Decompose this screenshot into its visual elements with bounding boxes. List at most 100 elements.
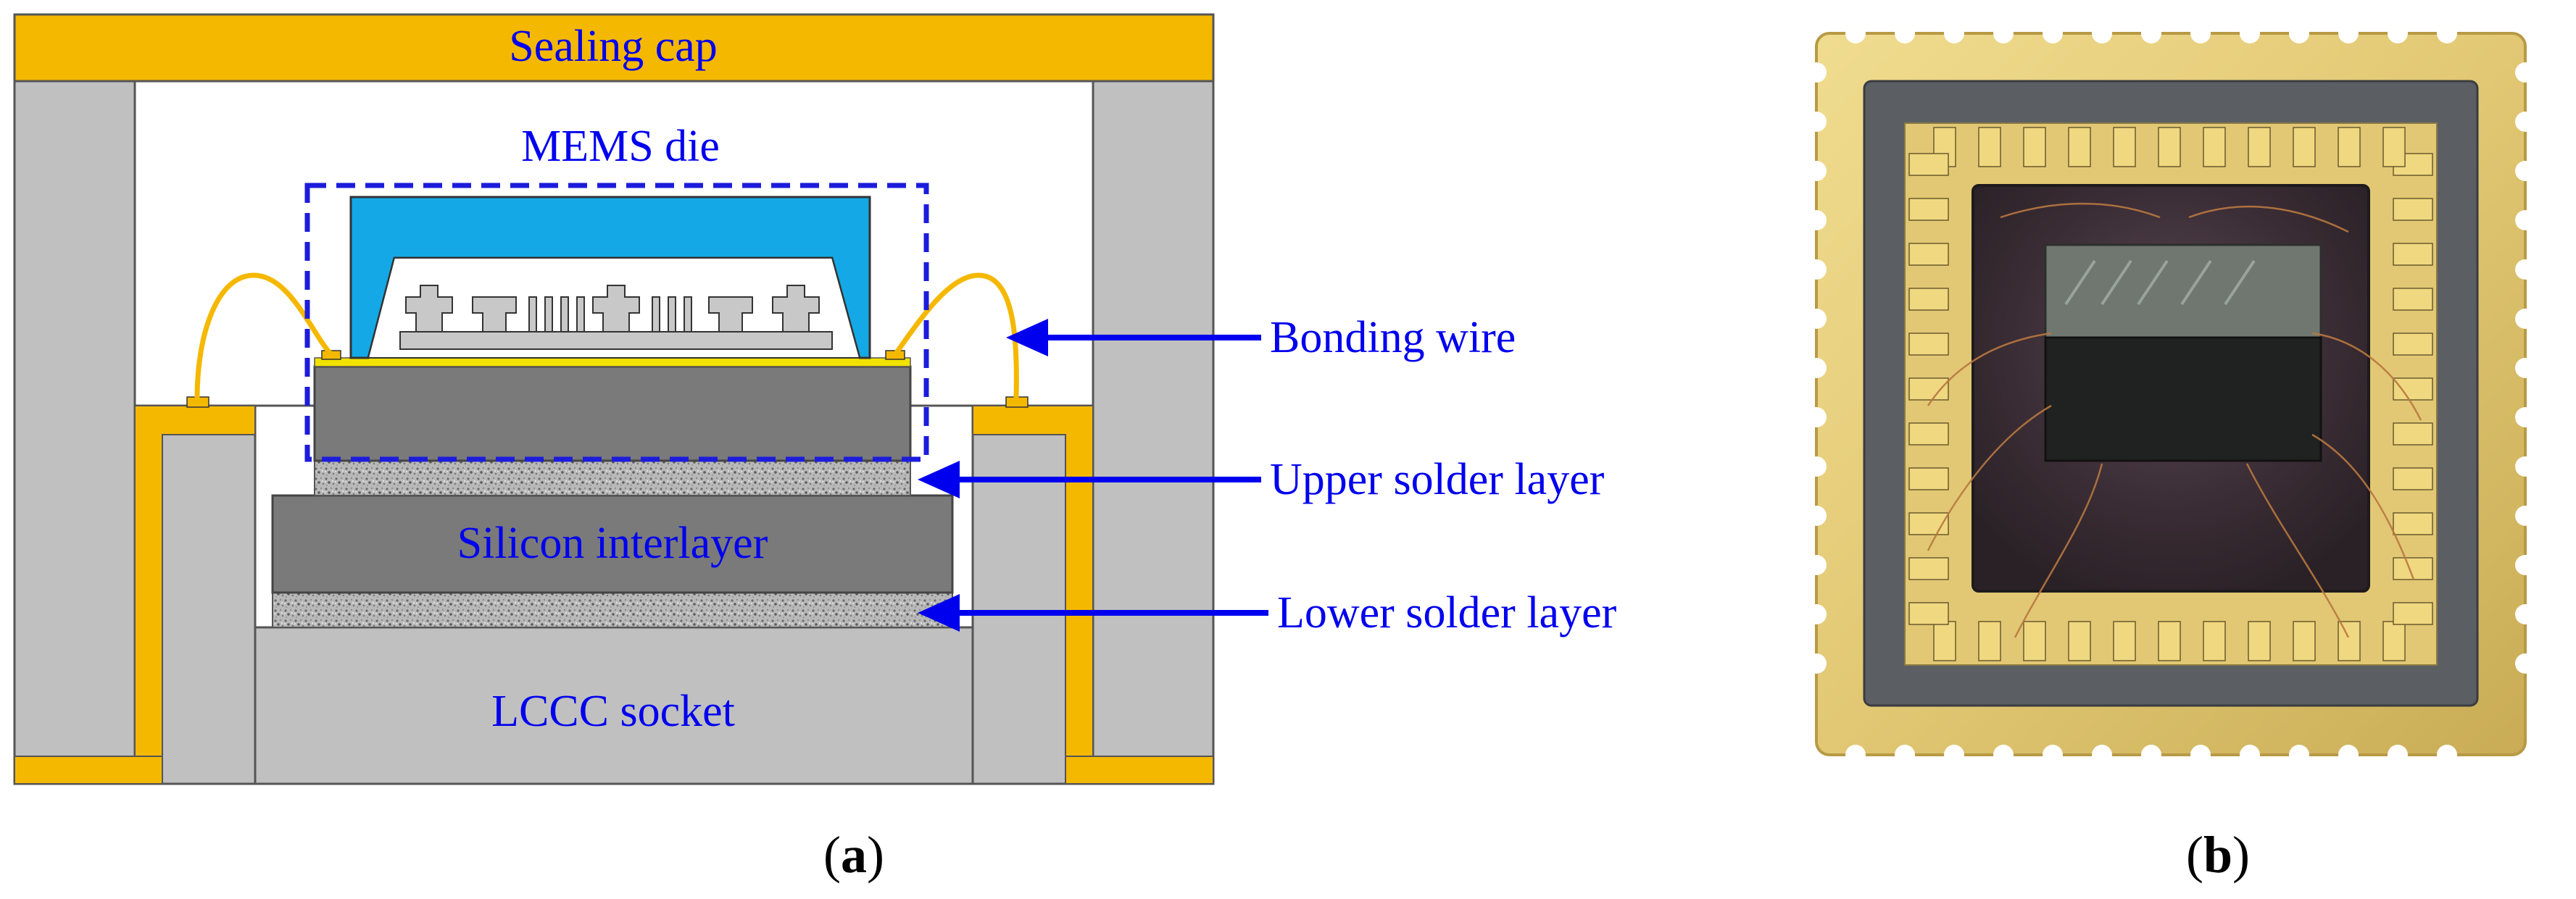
castellation xyxy=(1806,161,1827,181)
lead-finger xyxy=(1908,198,1949,221)
socket-pad-right xyxy=(1005,396,1029,408)
package-photo xyxy=(1806,23,2535,765)
lead-finger xyxy=(1978,621,2001,661)
castellation xyxy=(2141,23,2161,43)
castellation xyxy=(2515,210,2535,230)
socket-floor xyxy=(254,626,974,785)
castellation xyxy=(1806,456,1827,477)
lead-finger xyxy=(1908,153,1949,176)
lead-finger xyxy=(1908,467,1949,490)
castellation xyxy=(2289,745,2309,765)
castellation xyxy=(1806,407,1827,427)
die-substrate xyxy=(313,365,912,462)
castellation xyxy=(1806,555,1827,575)
castellation xyxy=(2515,62,2535,83)
arrow-lower-solder xyxy=(918,594,1268,632)
lead-finger xyxy=(2023,127,2046,167)
lead-finger xyxy=(2248,621,2271,661)
castellation xyxy=(2515,309,2535,329)
label-mems-die: MEMS die xyxy=(521,122,720,171)
castellation xyxy=(2092,745,2112,765)
package-castellations xyxy=(1806,23,2535,765)
castellation xyxy=(1806,309,1827,329)
lead-finger xyxy=(2393,377,2433,401)
castellation xyxy=(2515,112,2535,132)
lead-fingers xyxy=(1908,127,2433,661)
mems-die-photo xyxy=(2044,243,2322,339)
castellation xyxy=(1993,23,2014,43)
label-silicon-interlayer: Silicon interlayer xyxy=(457,519,768,568)
castellation xyxy=(1845,745,1866,765)
lead-finger xyxy=(2393,512,2433,535)
castellation xyxy=(2515,161,2535,181)
lead-finger xyxy=(2338,621,2361,661)
lead-finger xyxy=(2293,127,2316,167)
lead-finger xyxy=(2023,621,2046,661)
castellation xyxy=(2190,23,2211,43)
castellation xyxy=(1806,112,1827,132)
castellation xyxy=(2515,456,2535,477)
castellation xyxy=(1845,23,1866,43)
castellation xyxy=(2388,23,2408,43)
castellation xyxy=(1993,745,2014,765)
castellation xyxy=(2515,604,2535,624)
bonding-wire-left xyxy=(194,272,333,399)
panel-label-a: (a) xyxy=(823,826,884,884)
castellation xyxy=(2515,407,2535,427)
castellation xyxy=(1806,358,1827,378)
sealing-cap xyxy=(13,13,1215,83)
lead-finger xyxy=(2393,467,2433,490)
lead-finger xyxy=(2338,127,2361,167)
lead-finger xyxy=(2293,621,2316,661)
castellation xyxy=(2190,745,2211,765)
castellation xyxy=(2092,23,2112,43)
castellation xyxy=(2240,23,2260,43)
castellation xyxy=(1806,604,1827,624)
castellation xyxy=(1944,23,1964,43)
lead-finger xyxy=(1908,243,1949,266)
lead-finger xyxy=(2382,621,2406,661)
lead-finger xyxy=(2068,621,2091,661)
castellation xyxy=(1895,23,1915,43)
lead-finger xyxy=(1908,288,1949,311)
lead-finger xyxy=(1908,333,1949,356)
castellation xyxy=(2437,23,2457,43)
castellation xyxy=(2515,358,2535,378)
lead-finger xyxy=(2113,127,2136,167)
lead-finger xyxy=(1978,127,2001,167)
label-bonding-wire: Bonding wire xyxy=(1270,313,1516,362)
castellation xyxy=(2338,745,2359,765)
castellation xyxy=(2338,23,2359,43)
annotations: Bonding wire Upper solder layer Lower so… xyxy=(918,313,1617,637)
castellation xyxy=(2515,259,2535,280)
castellation xyxy=(2043,23,2063,43)
lead-finger xyxy=(2068,127,2091,167)
castellation xyxy=(1944,745,1964,765)
mems-die-body-photo xyxy=(2044,336,2322,462)
castellation xyxy=(2141,745,2161,765)
castellation xyxy=(2289,23,2309,43)
lead-finger xyxy=(2113,621,2136,661)
lead-finger xyxy=(2158,127,2181,167)
lead-finger xyxy=(1933,621,1956,661)
lead-finger xyxy=(2158,621,2181,661)
gold-trace-left-base xyxy=(14,756,163,785)
bonding-wire-right xyxy=(894,272,1019,399)
lower-solder-layer xyxy=(272,592,953,628)
label-sealing-cap: Sealing cap xyxy=(509,22,718,71)
lead-finger xyxy=(2393,602,2433,625)
label-lccc-socket: LCCC socket xyxy=(491,687,735,736)
label-lower-solder: Lower solder layer xyxy=(1277,588,1617,637)
castellation xyxy=(1806,62,1827,83)
arrow-upper-solder xyxy=(918,461,1261,498)
upper-solder-layer xyxy=(314,460,911,496)
die-pad-layer xyxy=(314,357,911,367)
lead-finger xyxy=(1908,377,1949,401)
lead-finger xyxy=(2382,127,2406,167)
lead-finger xyxy=(2248,127,2271,167)
castellation xyxy=(2043,745,2063,765)
lead-finger xyxy=(1908,602,1949,625)
lead-finger xyxy=(2393,243,2433,266)
mems-die-outline xyxy=(304,183,929,462)
